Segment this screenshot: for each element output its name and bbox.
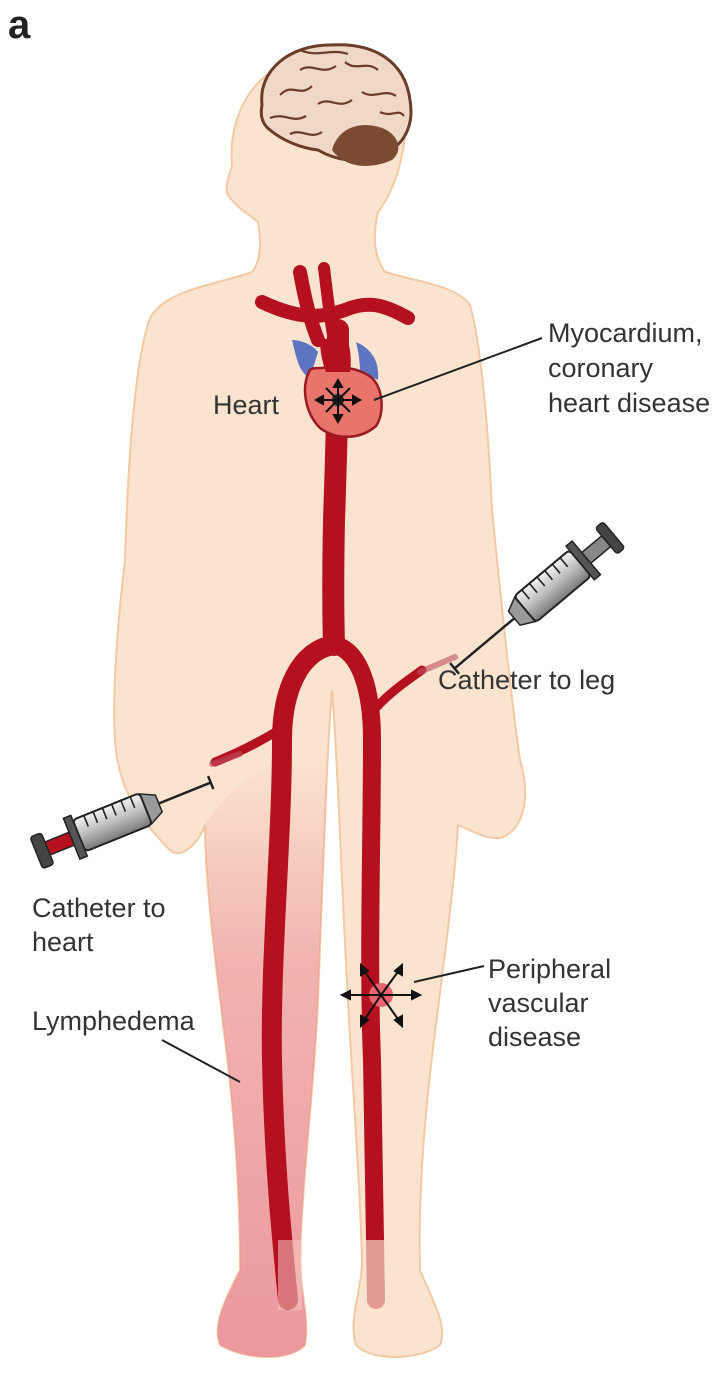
foot-artery-fade-right <box>366 1240 388 1310</box>
label-myocardium-line1: Myocardium, <box>548 318 703 348</box>
label-myocardium-line2: coronary <box>548 353 654 383</box>
label-myocardium-line3: heart disease <box>548 388 710 418</box>
label-catheter-heart-line1: Catheter to <box>32 893 166 923</box>
label-catheter-heart: Catheter to heart <box>32 893 173 957</box>
label-myocardium: Myocardium, coronary heart disease <box>548 318 710 418</box>
label-peripheral-line2: vascular <box>488 988 589 1018</box>
label-heart: Heart <box>213 390 280 420</box>
label-lymphedema: Lymphedema <box>32 1006 196 1036</box>
label-catheter-leg: Catheter to leg <box>438 665 615 695</box>
label-peripheral-line3: disease <box>488 1022 581 1052</box>
body-silhouette <box>114 58 525 1357</box>
label-catheter-heart-line2: heart <box>32 927 94 957</box>
label-peripheral-line1: Peripheral <box>488 954 611 984</box>
panel-letter: a <box>8 3 31 47</box>
label-peripheral: Peripheral vascular disease <box>488 954 619 1052</box>
foot-artery-fade-left <box>278 1240 302 1310</box>
